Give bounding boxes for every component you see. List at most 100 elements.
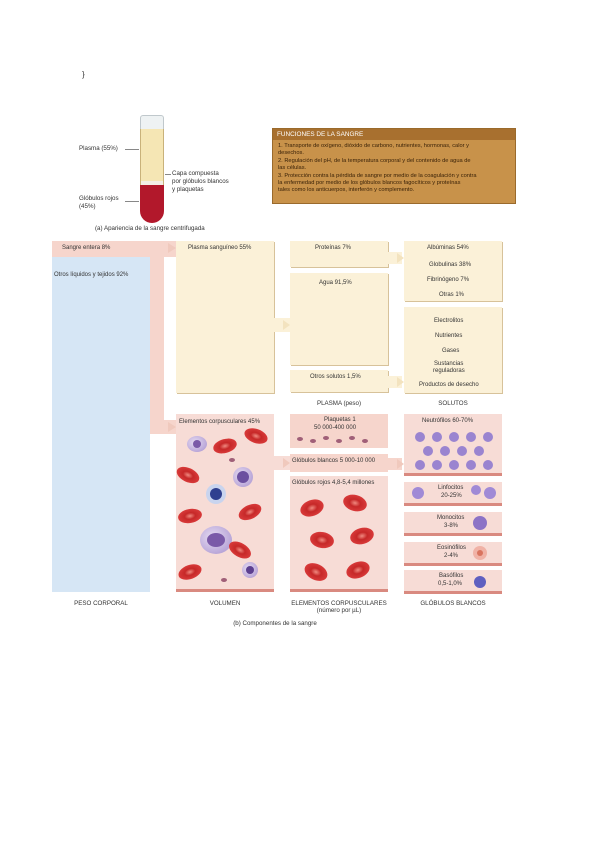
platelet-icon <box>229 458 235 462</box>
arrow-to-solute-types-icon <box>397 377 404 387</box>
neutrophil-icon <box>483 460 493 470</box>
tube-buffy-coat-layer <box>140 181 164 185</box>
rbc-icon <box>229 541 251 559</box>
neutrophil-icon <box>415 460 425 470</box>
leader-buffy <box>165 174 171 175</box>
function-item: 3. Protección contra la pérdida de sangr… <box>278 173 477 179</box>
label-platelets-1: Plaquetas 1 <box>324 417 356 423</box>
function-item: 2. Regulación del pH, de la temperatura … <box>278 158 471 164</box>
label-monocytes-2: 3-8% <box>444 523 459 529</box>
panel-water <box>290 273 388 365</box>
neutrophil-icon <box>449 432 459 442</box>
platelet-icon <box>336 439 342 443</box>
lymphocyte-icon <box>412 487 424 499</box>
function-item: desechos. <box>278 150 304 156</box>
function-item: las células. <box>278 165 307 171</box>
platelet-icon <box>323 436 329 440</box>
neutrophil-icon <box>483 432 493 442</box>
rbc-cells <box>300 494 374 581</box>
platelet-icon <box>349 436 355 440</box>
arrow-to-formed-parts-icon <box>283 458 290 468</box>
label-water: Agua 91,5% <box>319 280 352 286</box>
neutrophil-icon <box>466 432 476 442</box>
rbc-icon <box>178 564 202 580</box>
neutrophil-icon <box>457 446 467 456</box>
function-item: la enfermedad por medio de los glóbulos … <box>278 180 461 186</box>
label-lymphocytes-1: Linfocitos <box>438 485 464 491</box>
functions-title: FUNCIONES DE LA SANGRE <box>273 129 515 140</box>
column-label-solutes: SOLUTOS <box>438 400 468 407</box>
column-label-formed-2: (número por µL) <box>316 607 362 614</box>
label-eosinophils-2: 2-4% <box>444 553 459 559</box>
label-plasma: Plasma (55%) <box>79 145 118 152</box>
lymphocyte-icon <box>484 487 496 499</box>
neutrophil-icon <box>423 446 433 456</box>
label-proteins: Proteínas 7% <box>315 245 352 251</box>
label-eosinophils-1: Eosinófilos <box>437 545 467 551</box>
function-item: tales como los anticuerpos, interferón y… <box>278 187 415 193</box>
label-fibrinogen: Fibrinógeno 7% <box>427 277 470 283</box>
rbc-icon <box>300 499 324 517</box>
platelet-cells <box>297 436 368 443</box>
panel-blood-plasma <box>176 241 274 393</box>
wbc-nucleus-icon <box>207 533 225 547</box>
wbc-nucleus-icon <box>210 488 222 500</box>
neutrophil-icon <box>432 460 442 470</box>
functions-box: FUNCIONES DE LA SANGRE 1. Transporte de … <box>272 128 516 204</box>
label-buffy-2: por glóbulos blancos <box>172 178 229 185</box>
neutrophil-icon <box>432 432 442 442</box>
test-tube <box>140 115 164 223</box>
neutrophil-icon <box>474 446 484 456</box>
wbc-nucleus-icon <box>246 566 254 574</box>
neutrophil-icon <box>415 432 425 442</box>
caption-a: (a) Apariencia de la sangre centrifugada <box>95 225 205 232</box>
platelet-icon <box>221 578 227 582</box>
label-basophils-1: Basófilos <box>439 573 464 579</box>
rbc-icon <box>343 494 367 512</box>
panel-eosinophils <box>404 542 502 566</box>
arrow-to-plasma-icon <box>168 243 176 253</box>
rbc-icon <box>304 563 328 581</box>
tube-plasma-layer <box>140 129 164 181</box>
panel-wbc-count <box>290 454 388 472</box>
label-blood-plasma: Plasma sanguíneo 55% <box>188 245 252 251</box>
rbc-icon <box>176 466 200 484</box>
rbc-icon <box>346 561 370 579</box>
arrow-to-protein-types-icon <box>397 253 404 263</box>
panel-protein-types <box>404 241 502 301</box>
volume-cells <box>176 428 268 582</box>
column-label-wbc: GLÓBULOS BLANCOS <box>420 600 486 607</box>
label-albumins: Albúminas 54% <box>427 245 469 251</box>
function-item: 1. Transporte de oxígeno, dióxido de car… <box>278 143 469 149</box>
tube-glass <box>140 115 164 131</box>
lymphocyte-icon <box>471 485 481 495</box>
rbc-icon <box>244 428 268 444</box>
label-buffy-3: y plaquetas <box>172 186 204 193</box>
label-buffy-1: Capa compuesta <box>172 170 219 177</box>
leader-rbc <box>125 201 139 202</box>
connector-plasma-to-components <box>274 318 290 332</box>
panel-basophils <box>404 570 502 594</box>
leader-plasma <box>125 149 139 150</box>
column-label-volume: VOLUMEN <box>209 600 241 607</box>
label-regulatory-2: reguladoras <box>433 368 465 374</box>
label-whole-blood: Sangre entera 8% <box>62 245 111 251</box>
label-basophils-2: 0,5-1,0% <box>438 581 463 587</box>
connector-formed-to-types <box>274 456 290 470</box>
label-other-proteins: Otras 1% <box>439 292 465 298</box>
wbc-nucleus-icon <box>237 471 249 483</box>
label-electrolytes: Electrolitos <box>434 318 464 324</box>
platelet-icon <box>362 439 368 443</box>
connector-blood-down <box>150 257 164 427</box>
platelet-icon <box>310 439 316 443</box>
label-wbc-count: Glóbulos blancos 5 000-10 000 <box>292 458 376 464</box>
column-label-formed-1: ELEMENTOS CORPUSCULARES <box>291 600 387 607</box>
rbc-icon <box>310 531 334 549</box>
label-lymphocytes-2: 20-25% <box>441 493 462 499</box>
rbc-icon <box>178 508 202 524</box>
arrow-to-wbc-types-icon <box>397 459 404 469</box>
stray-brace: } <box>82 70 85 79</box>
tube-rbc-layer <box>140 185 164 223</box>
label-monocytes-1: Monocitos <box>437 515 465 521</box>
